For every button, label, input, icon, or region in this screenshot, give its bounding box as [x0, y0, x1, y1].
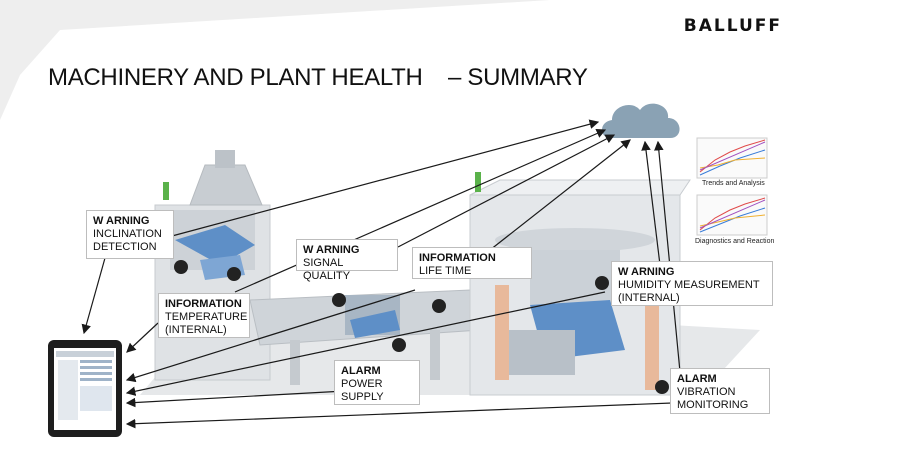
callout-text: VIBRATION MONITORING [677, 386, 749, 411]
callout-life-time: INFORMATION LIFE TIME [412, 247, 532, 279]
trends-chart [696, 137, 768, 179]
cloud-icon [602, 103, 680, 138]
tablet-device [48, 340, 122, 437]
callout-text: HUMIDITY MEASUREMENT (INTERNAL) [618, 279, 760, 304]
callout-level: W ARNING [303, 244, 360, 256]
conveyor [249, 289, 481, 385]
callout-text: INCLINATION DETECTION [93, 228, 162, 253]
page-title: MACHINERY AND PLANT HEALTH – SUMMARY [48, 64, 588, 91]
callout-inclination: W ARNING INCLINATION DETECTION [86, 210, 174, 259]
trends-label: Trends and Analysis [702, 180, 765, 187]
callout-temperature: INFORMATION TEMPERATURE (INTERNAL) [158, 293, 250, 338]
callout-humidity: W ARNING HUMIDITY MEASUREMENT (INTERNAL) [611, 261, 773, 306]
callout-level: ALARM [341, 365, 381, 377]
diagnostics-chart [696, 194, 768, 236]
callout-text: LIFE TIME [419, 265, 472, 277]
callout-power-supply: ALARM POWER SUPPLY [334, 360, 420, 405]
callout-vibration: ALARM VIBRATION MONITORING [670, 368, 770, 414]
callout-text: TEMPERATURE (INTERNAL) [165, 311, 248, 336]
callout-level: ALARM [677, 373, 717, 385]
diagnostics-label: Diagnostics and Reaction [695, 238, 775, 245]
callout-level: W ARNING [93, 215, 150, 227]
callout-text: SIGNAL QUALITY [303, 257, 351, 282]
callout-signal-quality: W ARNING SIGNAL QUALITY [296, 239, 398, 282]
weigher-tower [154, 150, 271, 381]
callout-text: POWER SUPPLY [341, 378, 384, 403]
balluff-logo: BALLUFF [683, 16, 782, 36]
callout-level: INFORMATION [165, 298, 242, 310]
callout-level: W ARNING [618, 266, 675, 278]
callout-level: INFORMATION [419, 252, 496, 264]
